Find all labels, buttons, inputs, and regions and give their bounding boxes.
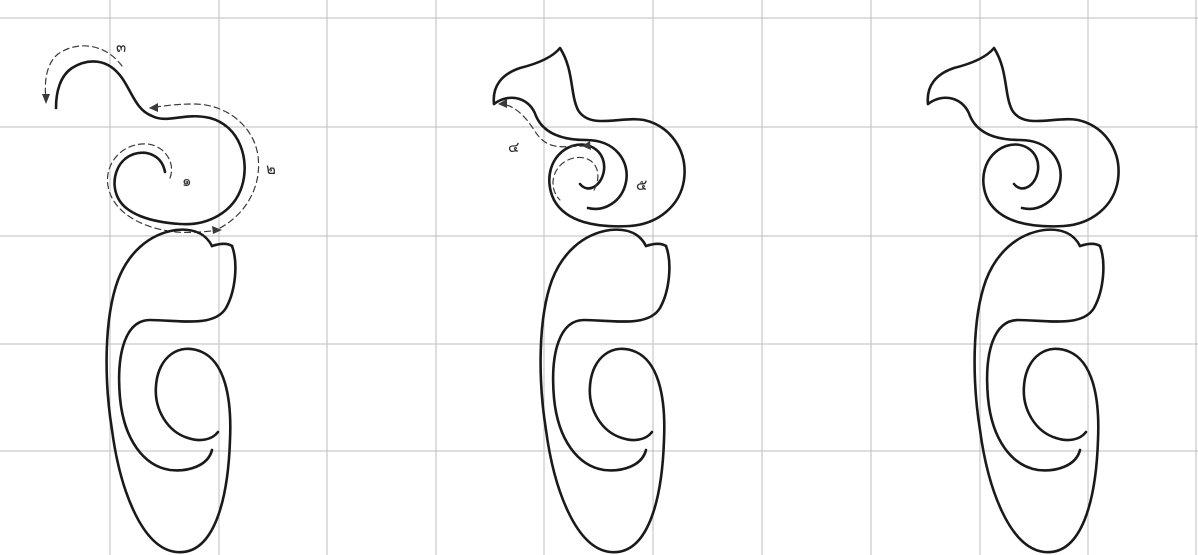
step-label: ๒ (266, 160, 276, 178)
guide-path-four (553, 157, 598, 200)
panel-step-second-stroke: ๔ ๕ (494, 48, 685, 552)
body-outer-stroke (107, 230, 231, 553)
panel-step-guided: ๑ ๒ ๓ (42, 38, 276, 552)
arrowhead (582, 141, 591, 150)
step-label: ๑ (182, 172, 192, 190)
guide-path-one (107, 144, 218, 233)
top-loop-stroke (56, 61, 245, 224)
neck-stroke (646, 244, 666, 246)
body-inner-stroke (553, 246, 669, 470)
neck-stroke (212, 244, 232, 246)
arrowhead (149, 103, 158, 112)
body-outer-stroke (541, 230, 665, 553)
body-outer-stroke (975, 230, 1099, 553)
guide-path-two (150, 104, 259, 228)
neck-stroke (1080, 244, 1100, 246)
head-outer-stroke (494, 48, 685, 226)
step-label: ๕ (636, 176, 647, 194)
body-inner-stroke (119, 246, 235, 470)
body-inner-stroke (987, 246, 1103, 470)
step-label: ๓ (116, 38, 126, 56)
arrowhead (42, 94, 50, 104)
panel-step-final (928, 48, 1119, 552)
head-outer-stroke (928, 48, 1119, 226)
step-label: ๔ (508, 138, 519, 156)
